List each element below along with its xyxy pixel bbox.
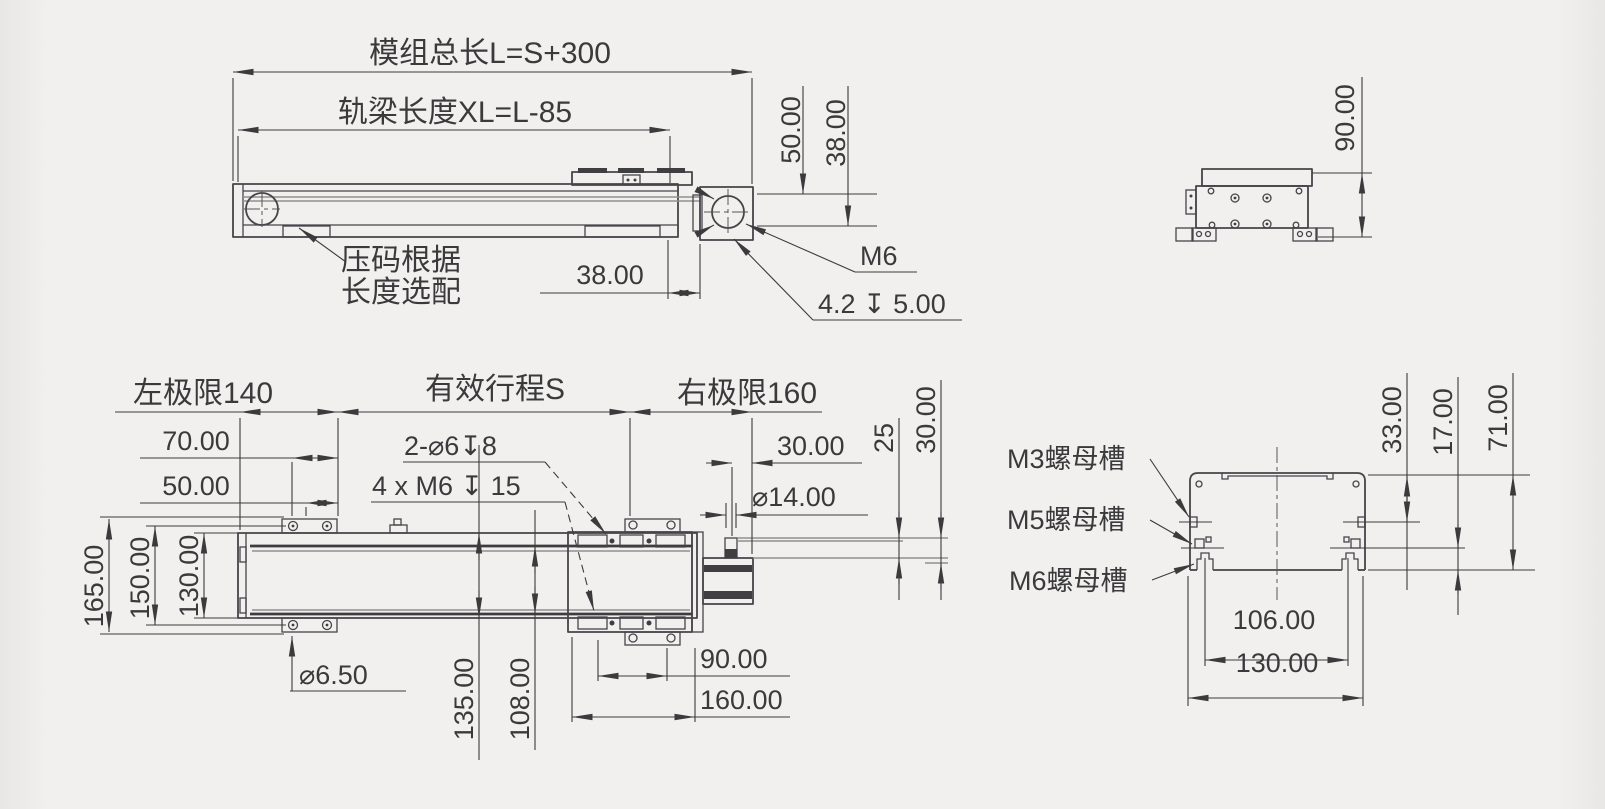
dim-70-label: 70.00 [162,426,230,456]
dim-30v-label: 30.00 [911,386,941,454]
right-limit-label: 右极限160 [677,377,817,410]
note-pressure-block: 压码根据 长度选配 [298,227,461,309]
dowel-holes-label: 2-⌀6↧8 [404,431,497,461]
end-holes [1207,187,1303,229]
m5-slot-label: M5螺母槽 [1007,505,1126,535]
dim-130-section-label: 130.00 [1236,648,1319,678]
pressure-block-right [584,225,661,238]
dim-90-end: 90.00 [1312,77,1372,238]
dim-108: 108.00 [505,510,539,750]
dim-150: 150.00 [125,525,286,626]
label-m6-slot: M6螺母槽 [1009,563,1195,596]
dim-160: 160.00 [571,637,790,722]
dim-17: 17.00 [1428,377,1462,615]
dim-total-length: 模组总长L=S+300 [232,37,753,184]
end-feet [1175,189,1334,242]
m6-slot-label: M6螺母槽 [1009,566,1128,596]
dim-50-label: 50.00 [776,96,806,164]
clamp-plate-bottom [281,617,338,633]
label-m5-slot: M5螺母槽 [1007,505,1193,545]
dim-dia65-label: ⌀6.50 [299,660,368,690]
dim-25-label: 25 [869,423,899,453]
dim-33: 33.00 [1377,373,1411,590]
callout-dia65: ⌀6.50 [288,636,406,692]
callout-counterbore: 4.2 ↧ 5.00 [733,238,962,321]
note-line1: 压码根据 [341,244,461,277]
dim-160-label: 160.00 [700,685,783,715]
clamp-plate-top [281,518,338,534]
callout-dowel-holes: 2-⌀6↧8 [403,431,607,535]
dim-total-length-label: 模组总长L=S+300 [369,37,611,70]
dim-30-vert: 30.00 [911,380,945,600]
end-top-plate [1201,168,1313,187]
dim-33-label: 33.00 [1377,386,1407,454]
dim-38v-label: 38.00 [821,99,851,167]
side-view: 模组总长L=S+300 轨梁长度XL=L-85 50.00 38.00 38.0… [232,37,962,321]
callout-tapped-holes: 4 x M6 ↧ 15 [371,471,595,612]
callout-m6: M6 [745,223,917,273]
dim-25-vert: 25 [869,418,903,600]
dim-108-label: 108.00 [505,658,535,741]
carriage-side [571,171,693,186]
dim-30-label: 30.00 [777,431,845,461]
dim-38-label: 38.00 [576,260,644,290]
end-view: 90.00 [1175,77,1372,242]
counterbore-label: 4.2 ↧ 5.00 [818,289,946,319]
dim-30: 30.00 [706,431,862,536]
dim-rail-length: 轨梁长度XL=L-85 [237,96,671,183]
dim-38-horiz: 38.00 [540,240,701,299]
dim-38-vert: 38.00 [757,86,877,227]
dim-106-label: 106.00 [1233,605,1316,635]
m6-label: M6 [860,241,898,271]
dim-135: 135.00 [449,445,483,760]
stroke-label: 有效行程S [425,373,565,406]
dim-130-label: 130.00 [174,535,204,618]
dim-17-label: 17.00 [1428,388,1458,456]
end-block-side [699,186,754,241]
dim-165-label: 165.00 [79,545,109,628]
dim-135-label: 135.00 [449,658,479,741]
top-view-body [237,518,698,633]
left-limit-label: 左极限140 [133,377,273,410]
m3-slot-label: M3螺母槽 [1007,444,1126,474]
dim-90-label: 90.00 [700,644,768,674]
pressure-block-left [282,225,331,238]
top-view-drive [702,537,948,605]
dim-165: 165.00 [79,516,284,635]
dim-71-label: 71.00 [1483,384,1513,452]
dim-dia14: ⌀14.00 [700,482,868,528]
dim-50-label: 50.00 [162,471,230,501]
dim-71: 71.00 [1483,373,1517,570]
section-profile [1179,447,1465,600]
top-view: 左极限140 有效行程S 右极限160 70.00 50.00 2-⌀6↧8 4… [79,373,948,760]
dim-130: 130.00 [174,532,238,619]
dim-70: 70.00 [140,426,338,516]
side-view-body [232,168,754,241]
dim-dia14-label: ⌀14.00 [752,482,836,512]
tapped-holes-label: 4 x M6 ↧ 15 [372,471,521,501]
section-view: M3螺母槽 M5螺母槽 M6螺母槽 33.00 17.00 71.00 [1007,373,1535,706]
dim-50: 50.00 [140,471,338,516]
sensor [389,524,408,534]
top-view-carriage [567,518,704,646]
dim-limits-row: 左极限140 有效行程S 右极限160 [115,373,822,554]
dim-90-end-label: 90.00 [1330,84,1360,152]
dim-130-section: 130.00 [1187,576,1364,706]
dim-rail-length-label: 轨梁长度XL=L-85 [338,96,572,129]
dim-150-label: 150.00 [125,537,155,620]
dim-50-vert: 50.00 [757,86,877,195]
dim-106: 106.00 [1204,558,1349,666]
label-m3-slot: M3螺母槽 [1007,444,1190,518]
dim-90-bottom: 90.00 [597,640,790,681]
note-line2: 长度选配 [341,276,461,309]
